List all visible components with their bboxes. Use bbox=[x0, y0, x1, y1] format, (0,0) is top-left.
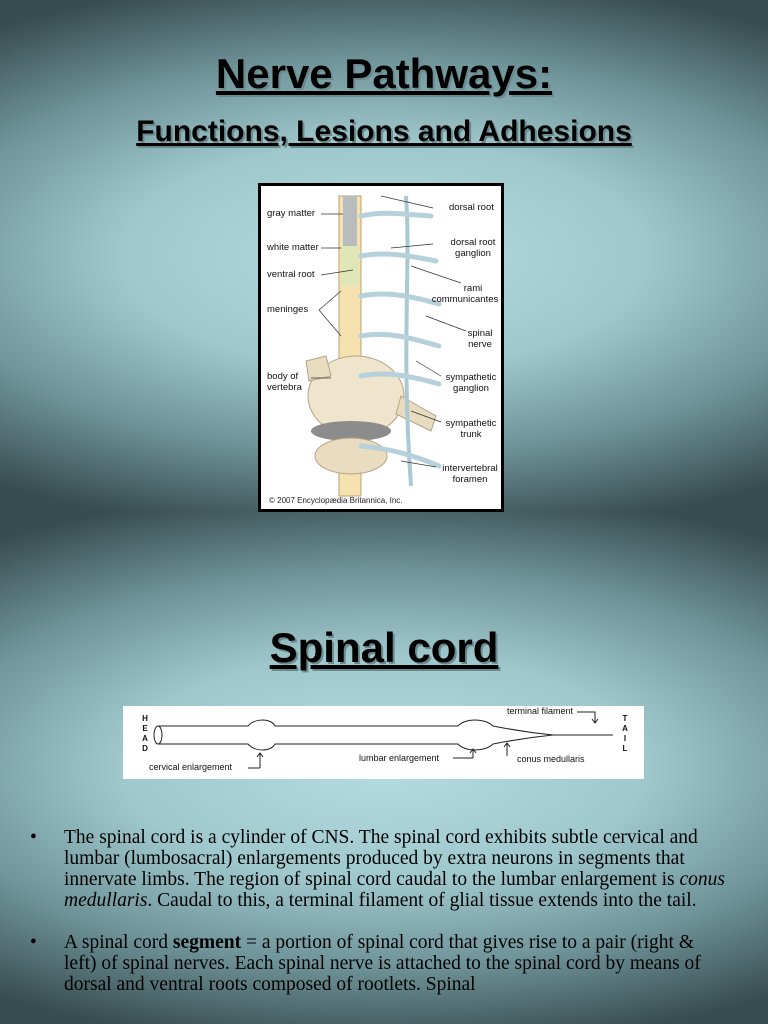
label-lumbar-enlargement: lumbar enlargement bbox=[359, 753, 440, 763]
head-label: H E A D bbox=[142, 714, 148, 753]
label-conus-medullaris: conus medullaris bbox=[517, 754, 585, 764]
label-sympathetic-trunk-2: trunk bbox=[460, 429, 482, 440]
spinal-anatomy-illustration: gray matter white matter ventral root me… bbox=[258, 183, 504, 512]
bullet-marker: • bbox=[30, 827, 37, 848]
label-foramen: foramen bbox=[452, 474, 488, 485]
term-conus-medullaris: conus medullaris bbox=[64, 869, 726, 911]
slide-2: Spinal cord H E A bbox=[0, 512, 768, 1024]
label-sympathetic-ganglion-2: ganglion bbox=[453, 383, 489, 394]
label-terminal-filament: terminal filament bbox=[507, 706, 574, 716]
label-ventral-root: ventral root bbox=[267, 269, 315, 280]
bullet-item: • A spinal cord segment = a portion of s… bbox=[30, 932, 701, 995]
label-spinal: spinal bbox=[467, 328, 493, 339]
term-segment: segment bbox=[172, 932, 242, 953]
label-meninges: meninges bbox=[267, 304, 309, 315]
label-communicantes: communicantes bbox=[431, 294, 499, 305]
label-rami: rami bbox=[463, 283, 483, 294]
slide-subtitle: Functions, Lesions and Adhesions bbox=[136, 115, 632, 148]
bullet-item: • The spinal cord is a cylinder of CNS. … bbox=[30, 827, 726, 911]
label-dorsal-root-ganglion-1: dorsal root bbox=[450, 237, 496, 248]
copyright-notice: © 2007 Encyclopædia Britannica, Inc. bbox=[269, 496, 403, 505]
slide-1: Nerve Pathways: Functions, Lesions and A… bbox=[0, 0, 768, 512]
label-nerve: nerve bbox=[468, 339, 492, 350]
label-sympathetic-trunk-1: sympathetic bbox=[445, 418, 497, 429]
spinal-anatomy-drawing bbox=[305, 195, 467, 497]
bullet-list: • The spinal cord is a cylinder of CNS. … bbox=[30, 827, 730, 1016]
label-dorsal-root-ganglion-2: ganglion bbox=[455, 248, 491, 259]
spinal-cord-outline bbox=[153, 711, 613, 769]
label-cervical-enlargement: cervical enlargement bbox=[149, 762, 233, 772]
label-sympathetic-ganglion-1: sympathetic bbox=[445, 372, 497, 383]
spinal-cord-diagram: H E A D T A I L terminal filament cervic… bbox=[123, 706, 644, 779]
label-body-of: body of bbox=[267, 371, 299, 382]
bullet-marker: • bbox=[30, 932, 37, 953]
label-dorsal-root: dorsal root bbox=[449, 202, 494, 213]
label-vertebra: vertebra bbox=[267, 382, 302, 393]
label-gray-matter: gray matter bbox=[267, 208, 316, 219]
label-intervertebral: intervertebral bbox=[442, 463, 498, 474]
slide-title: Nerve Pathways: bbox=[215, 50, 553, 97]
tail-label: T A I L bbox=[622, 714, 628, 753]
slide-title: Spinal cord bbox=[269, 624, 499, 671]
label-white-matter: white matter bbox=[267, 242, 319, 253]
